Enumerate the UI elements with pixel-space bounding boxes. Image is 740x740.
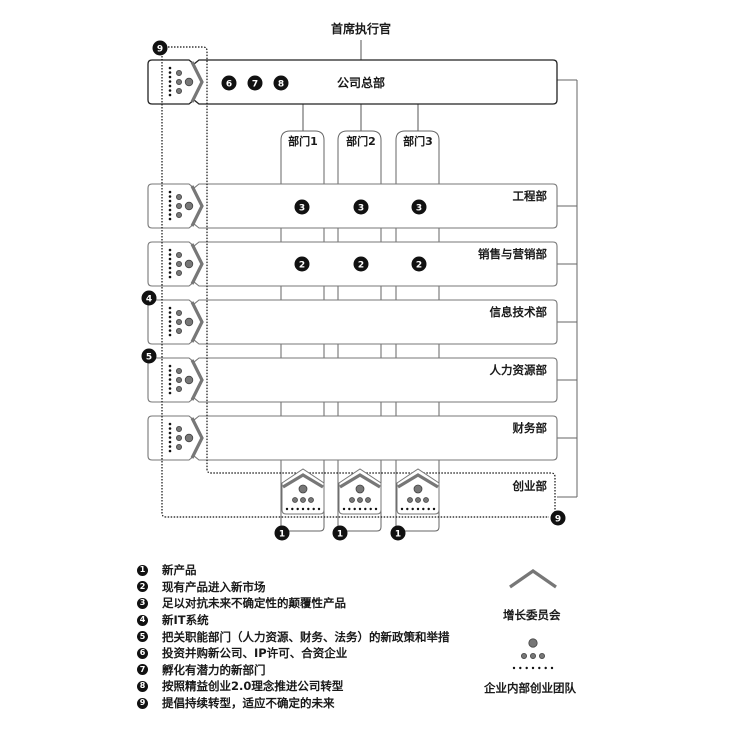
legend-badge: 9 [137,697,148,709]
legend-item: 3 足以对抗未来不确定性的颠覆性产品 [137,595,450,612]
legend-text: 新IT系统 [162,613,209,628]
badge-7: 7 [252,80,258,90]
internal-startup-team-label: 企业内部创业团队 [484,681,576,695]
row-label-sales: 销售与营销部 [478,247,547,261]
legend-item: 7 孵化有潜力的新部门 [137,662,450,679]
transformation-paths [161,46,556,518]
badge-1: 1 [279,530,285,540]
dept-1-label: 部门1 [288,134,318,148]
right-connector [557,79,578,498]
legend-badge: 1 [137,564,148,576]
badge-1: 1 [337,530,343,540]
legend-item: 2 现有产品进入新市场 [137,579,450,596]
legend-badge: 8 [137,680,148,692]
legend-badge: 2 [137,581,148,593]
hq-label: 公司总部 [337,75,385,90]
legend-item: 4 新IT系统 [137,612,450,629]
row-boxes [147,183,558,461]
legend-item: 5 把关职能部门（人力资源、财务、法务）的新政策和举措 [137,628,450,645]
dept-3-label: 部门3 [403,134,433,148]
row-label-startup: 创业部 [512,479,548,493]
legend-badge: 3 [137,597,148,609]
badge-2: 2 [358,261,364,271]
badge-9: 9 [555,515,561,525]
headquarters-box[interactable] [147,59,558,105]
legend-text: 把关职能部门（人力资源、财务、法务）的新政策和举措 [162,629,450,644]
badge-6: 6 [226,80,232,90]
legend-item: 6 投资并购新公司、IP许可、合资企业 [137,645,450,662]
badge-8: 8 [278,80,284,90]
legend-text: 按照精益创业2.0理念推进公司转型 [162,679,344,694]
badge-1: 1 [395,530,401,540]
legend: 1 新产品 2 现有产品进入新市场 3 足以对抗未来不确定性的颠覆性产品 4 新IT系统… [137,562,450,711]
row-label-engineering: 工程部 [513,189,548,203]
legend-text: 孵化有潜力的新部门 [162,662,266,677]
legend-text: 投资并购新公司、IP许可、合资企业 [162,646,348,661]
legend-item: 9 提倡持续转型，适应不确定的未来 [137,695,450,712]
badge-3: 3 [358,204,364,214]
internal-startup-team-icon [512,638,554,670]
badge-9: 9 [157,45,163,55]
legend-text: 现有产品进入新市场 [162,579,266,594]
growth-committee-icon [509,569,557,589]
legend-badge: 7 [137,664,148,676]
badge-5: 5 [146,353,152,363]
ceo-title: 首席执行官 [331,21,391,36]
legend-item: 1 新产品 [137,562,450,579]
growth-committee-label: 增长委员会 [503,608,561,622]
legend-text: 提倡持续转型，适应不确定的未来 [162,696,335,711]
row-label-hr: 人力资源部 [490,363,548,377]
badge-2: 2 [299,261,305,271]
legend-badge: 5 [137,631,148,643]
legend-badge: 4 [137,614,148,626]
badge-4: 4 [146,295,152,305]
startup-houses [281,468,440,515]
legend-item: 8 按照精益创业2.0理念推进公司转型 [137,678,450,695]
badge-2: 2 [416,261,422,271]
row-label-finance: 财务部 [512,421,548,435]
dept-2-label: 部门2 [346,134,376,148]
legend-text: 足以对抗未来不确定性的颠覆性产品 [162,596,346,611]
legend-badge: 6 [137,647,148,659]
legend-text: 新产品 [162,563,197,578]
number-badges: 6 7 8 3 3 3 2 2 2 9 4 5 9 1 1 1 [141,40,566,541]
badge-3: 3 [416,204,422,214]
row-label-it: 信息技术部 [490,305,548,319]
badge-3: 3 [299,204,305,214]
